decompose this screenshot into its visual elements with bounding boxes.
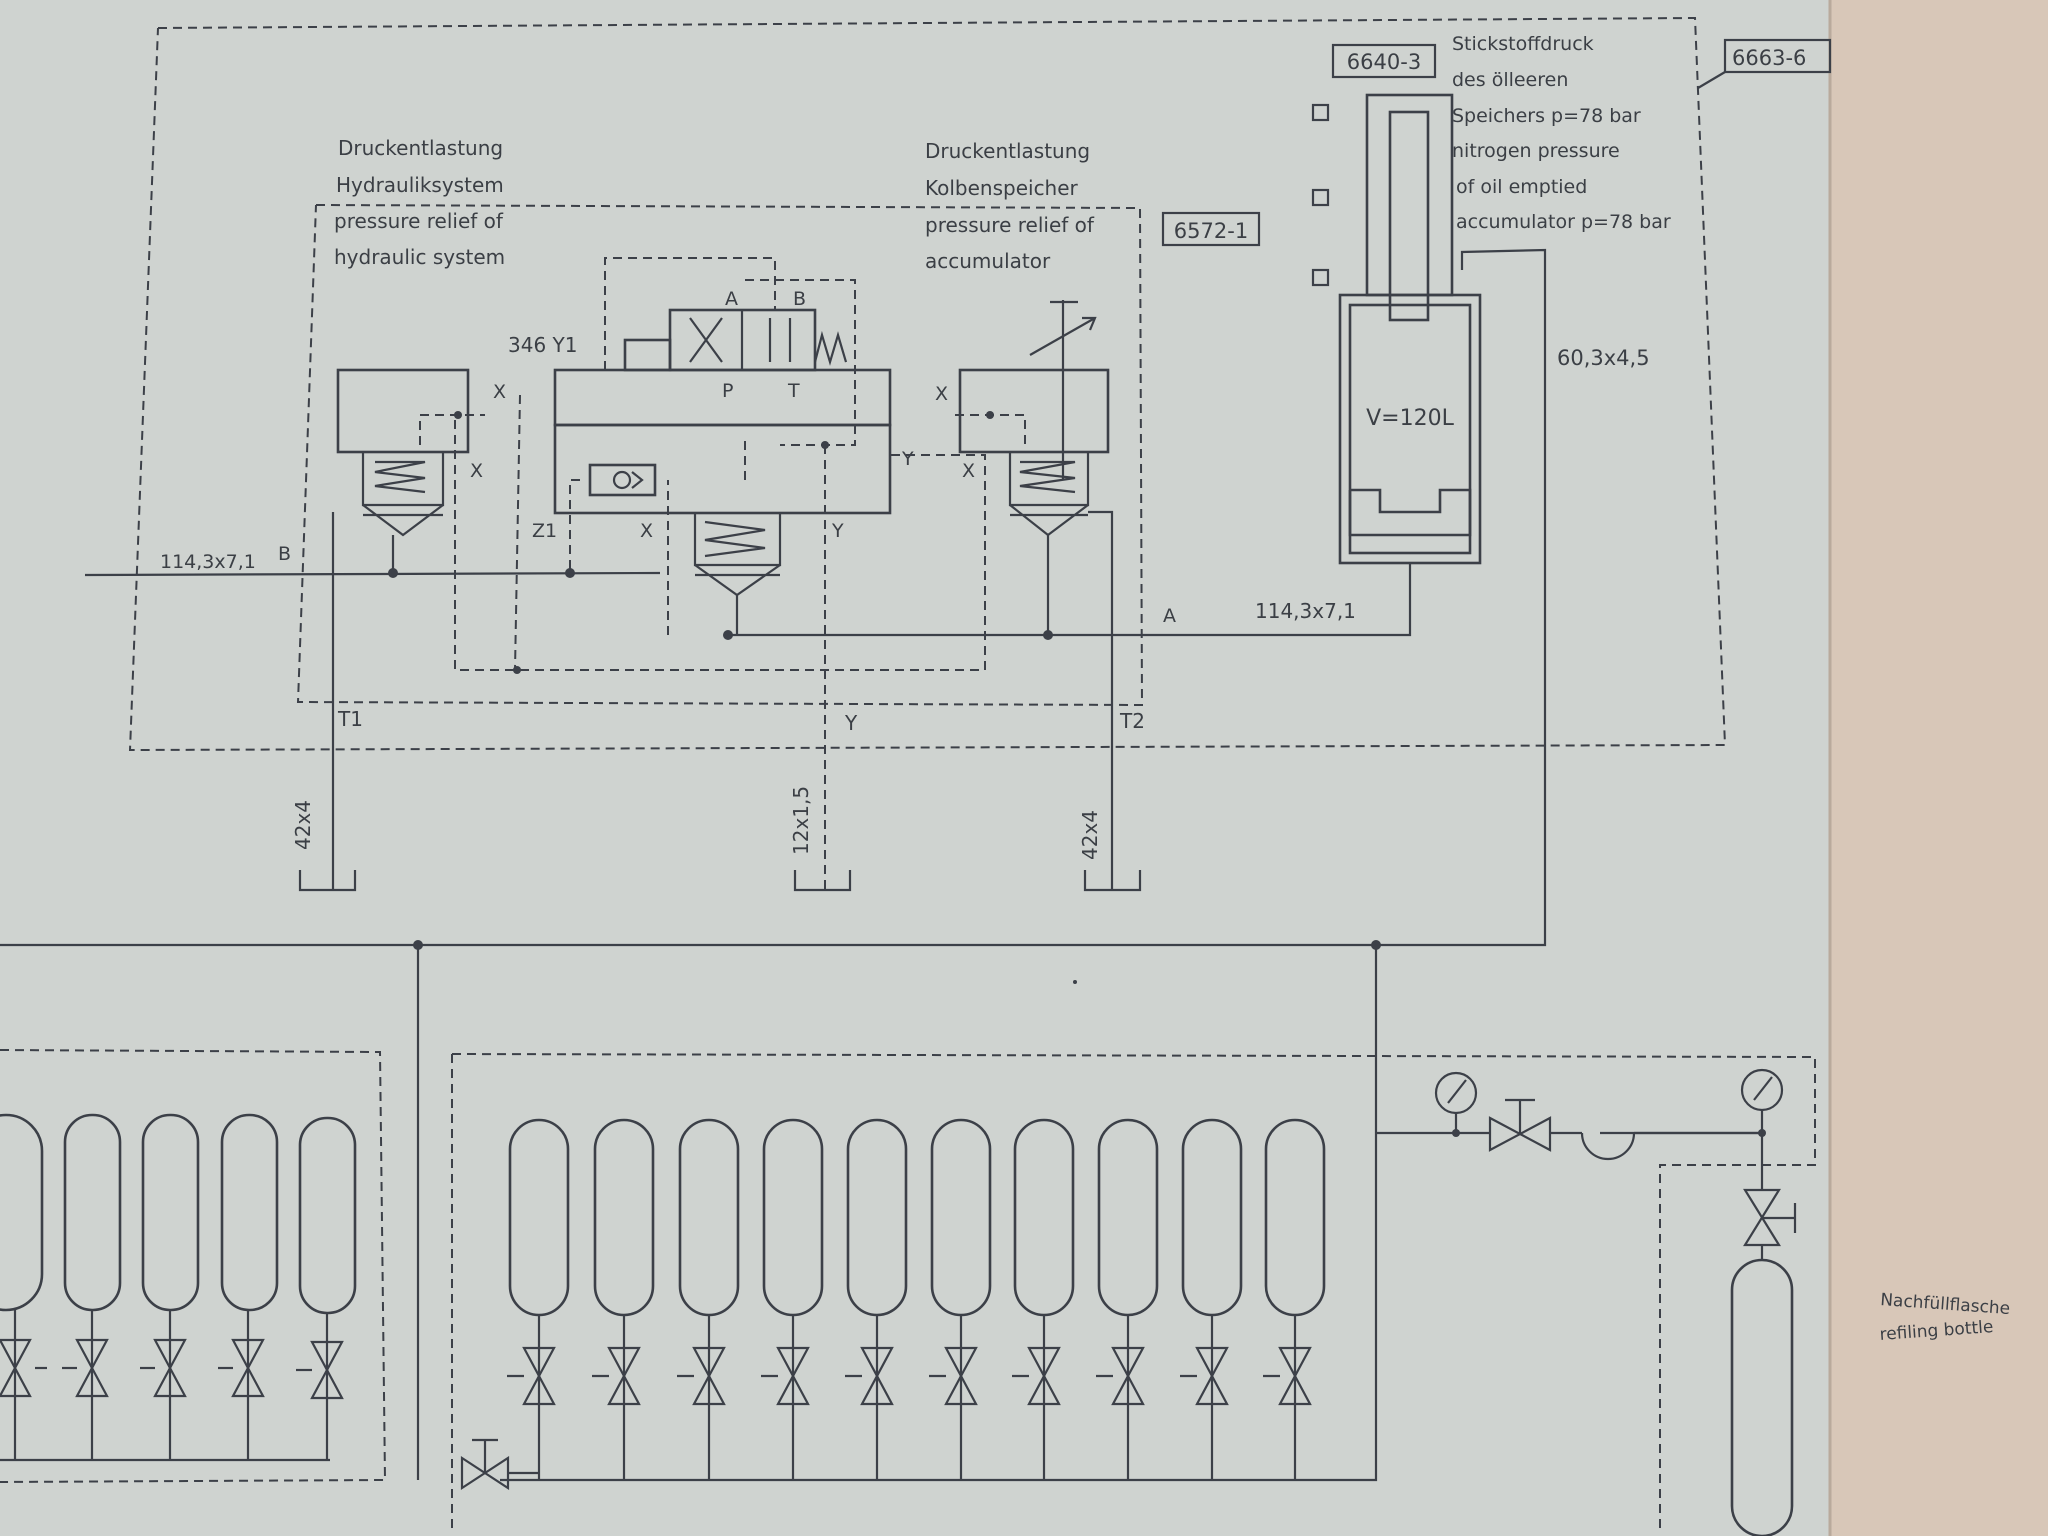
diagram-label: 6663-6 (1732, 46, 1806, 70)
port-t2: T2 (1119, 709, 1145, 733)
diagram-label: X (470, 460, 483, 482)
pipe-size-drain2: 12x1,5 (789, 786, 813, 855)
pilot-line-z1 (514, 394, 521, 671)
diagram-label: T (787, 380, 800, 402)
marker-square (1311, 268, 1330, 287)
main-line-in (84, 571, 661, 577)
stray-mark (1073, 980, 1077, 984)
gas-header-right (500, 945, 1378, 1482)
diagram-label: Hydrauliksystem (336, 173, 504, 197)
charging-branch (1376, 1068, 1797, 1536)
diagram-label: Y (831, 520, 844, 542)
tag-leader (1697, 71, 1726, 89)
tank-y (793, 870, 852, 892)
diagram-label: 6572-1 (1174, 219, 1248, 243)
pipe-size-drain3: 42x4 (1078, 810, 1102, 860)
pipe-size-drain1: 42x4 (291, 800, 315, 850)
pipe-size-gas: 60,3x4,5 (1557, 346, 1650, 370)
directional-valve: 346 Y1 A B P T Z1 X Y Y (508, 288, 914, 635)
tag-6663-6: 6663-6 (1723, 38, 1832, 74)
relief-valve-hydraulic: X X (336, 368, 506, 573)
pilot-line-check (569, 479, 580, 573)
diagram-label: Z1 (532, 520, 557, 542)
diagram-label: Stickstoffdruck (1452, 33, 1594, 55)
junction (565, 568, 575, 578)
junction (723, 630, 733, 640)
pilot-drain-loop (454, 420, 986, 671)
tank-t1 (298, 870, 357, 892)
relief-boundary (296, 204, 1144, 707)
accumulator-volume: V=120L (1366, 406, 1454, 431)
diagram-label: Druckentlastung (925, 139, 1090, 163)
diagram-label: Speichers p=78 bar (1452, 105, 1641, 127)
diagram-label: A (725, 288, 738, 310)
port-t1: T1 (337, 707, 363, 731)
bottle-rack-left (0, 1113, 357, 1462)
diagram-label: des ölleeren (1452, 69, 1568, 91)
diagram-label: pressure relief of (334, 209, 504, 233)
diagram-label: Y (901, 448, 914, 470)
diagram-label: nitrogen pressure (1452, 140, 1620, 162)
diagram-label: accumulator (925, 249, 1051, 273)
label-nitrogen-pressure: Stickstoffdruck des ölleeren Speichers p… (1452, 33, 1671, 233)
diagram-label: Kolbenspeicher (925, 176, 1079, 200)
junction (513, 666, 521, 674)
pipe-size-out: 114,3x7,1 (1255, 599, 1356, 623)
diagram-label: hydraulic system (334, 245, 505, 269)
diagram-label: B (793, 288, 806, 310)
diagram-label: of oil emptied (1456, 176, 1587, 198)
diagram-label: pressure relief of (925, 213, 1095, 237)
diagram-label: P (722, 380, 733, 402)
diagram-label: X (962, 460, 975, 482)
bottle-rack-right (507, 1118, 1326, 1480)
diagram-label: X (640, 520, 653, 542)
main-line-accumulator (728, 563, 1412, 637)
diagram-label: X (493, 381, 506, 403)
marker-square (1311, 188, 1330, 207)
diagram-label: accumulator p=78 bar (1456, 211, 1671, 233)
relief-valve-accumulator: X X (935, 300, 1110, 635)
pilot-line-a (604, 257, 776, 370)
label-relief-accumulator: Druckentlastung Kolbenspeicher pressure … (925, 139, 1095, 273)
marker-square (1311, 103, 1330, 122)
outer-boundary (128, 16, 1727, 752)
tag-6572-1: 6572-1 (1161, 211, 1261, 247)
pipe-size-in: 114,3x7,1 (160, 551, 256, 573)
paper-edge (1830, 0, 2048, 1536)
diagram-label: X (935, 383, 948, 405)
valve-coil-label: 346 Y1 (508, 333, 577, 357)
label-relief-hydraulic: Druckentlastung Hydrauliksystem pressure… (334, 136, 505, 269)
vent-valve (460, 1438, 540, 1491)
diagram-label: 6640-3 (1347, 50, 1421, 74)
junction (413, 940, 423, 950)
tag-6640-3: 6640-3 (1331, 43, 1437, 79)
port-a: A (1163, 605, 1176, 627)
port-y: Y (844, 711, 858, 735)
gas-line (416, 248, 1547, 1480)
bottle-rack-right-boundary (451, 1053, 1816, 1530)
port-b: B (278, 543, 291, 565)
tank-t2 (1083, 870, 1142, 892)
junction (821, 441, 829, 449)
piston-accumulator: V=120L (1338, 93, 1482, 565)
drain-t2 (1088, 510, 1114, 890)
diagram-label: Druckentlastung (338, 136, 503, 160)
